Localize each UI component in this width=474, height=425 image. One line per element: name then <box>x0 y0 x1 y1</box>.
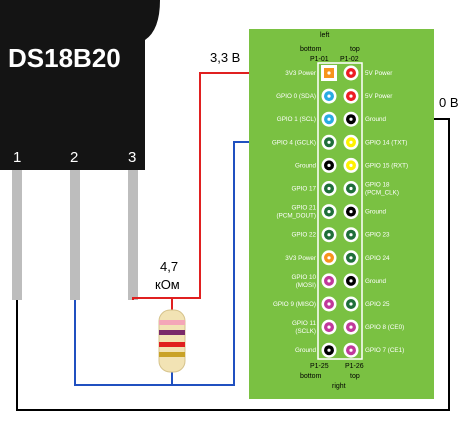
gpio-pin-left-9 <box>321 250 337 266</box>
power-wire <box>132 72 329 300</box>
gpio-label-left-5: Ground <box>295 162 317 169</box>
sensor-leg-2 <box>70 170 80 300</box>
gpio-pin-right-12 <box>343 319 359 335</box>
board-background <box>249 29 434 399</box>
gpio-label-left-7-line-1: GPIO 21 <box>292 205 317 212</box>
resistor-band-2 <box>159 330 185 335</box>
gpio-pin-right-7 <box>343 204 359 220</box>
header-side-top: left <box>320 32 329 39</box>
gpio-label-right-1: 5V Power <box>365 70 392 77</box>
gpio-pin-left-10 <box>321 273 337 289</box>
header-side-bottom: right <box>332 383 346 390</box>
gpio-pin-right-11 <box>343 296 359 312</box>
gpio-label-left-12-line-2: (SCLK) <box>295 328 316 335</box>
pullup-resistor <box>158 309 186 373</box>
gpio-label-right-9: GPIO 24 <box>365 255 390 262</box>
gpio-pin-left-1 <box>321 65 337 81</box>
gpio-label-right-11: GPIO 25 <box>365 301 390 308</box>
gpio-label-left-10-line-2: (MOSI) <box>296 282 316 289</box>
gpio-label-right-13: GPIO 7 (CE1) <box>365 347 404 354</box>
gpio-pin-left-5 <box>321 157 337 173</box>
header-bottom-top: bottom <box>300 46 322 53</box>
sensor-legs <box>12 170 138 300</box>
gpio-pin-left-12 <box>321 319 337 335</box>
gpio-label-left-4: GPIO 4 (GCLK) <box>272 139 316 146</box>
resistor-value-label: 4,7 <box>160 259 178 274</box>
header-pin-p1-01: P1-01 <box>310 56 329 63</box>
gpio-pin-left-2 <box>321 88 337 104</box>
gpio-label-left-3: GPIO 1 (SCL) <box>277 116 316 123</box>
gpio-pin-right-2 <box>343 88 359 104</box>
gpio-label-left-6: GPIO 17 <box>292 186 317 193</box>
gpio-pin-left-8 <box>321 227 337 243</box>
gpio-pin-left-4 <box>321 134 337 150</box>
gpio-label-right-7: Ground <box>365 209 387 216</box>
gpio-label-left-7-line-2: (PCM_DOUT) <box>276 213 316 220</box>
header-top-bottom: top <box>350 373 360 380</box>
resistor-band-4 <box>159 352 185 357</box>
sensor-name: DS18B20 <box>8 43 121 73</box>
header-pin-p1-25: P1-25 <box>310 363 329 370</box>
gpio-pin-right-1 <box>343 65 359 81</box>
gpio-label-left-10-line-1: GPIO 10 <box>292 274 317 281</box>
resistor-body <box>158 309 186 373</box>
gpio-label-left-13: Ground <box>295 347 317 354</box>
header-outline <box>317 62 363 360</box>
gpio-pin-right-9 <box>343 250 359 266</box>
gpio-pin-left-3 <box>321 111 337 127</box>
header-bottom-bottom: bottom <box>300 373 322 380</box>
gpio-pin-right-4 <box>343 134 359 150</box>
sensor-pin-1-label: 1 <box>13 149 21 166</box>
gpio-label-left-12-line-1: GPIO 11 <box>292 320 317 327</box>
sensor-leg-3 <box>128 170 138 300</box>
gpio-board: left bottom top P1-01 P1-02 3V3 PowerGPI… <box>249 29 434 399</box>
gpio-label-left-8: GPIO 22 <box>292 232 317 239</box>
sensor-pin-2-label: 2 <box>70 149 78 166</box>
sensor-leg-1 <box>12 170 22 300</box>
gpio-pin-right-8 <box>343 227 359 243</box>
gpio-pin-left-11 <box>321 296 337 312</box>
sensor-body <box>0 0 160 170</box>
gpio-label-left-9: 3V3 Power <box>285 255 316 262</box>
gpio-label-right-4: GPIO 14 (TXT) <box>365 139 407 146</box>
gpio-label-left-2: GPIO 0 (SDA) <box>276 93 316 100</box>
gpio-pin-right-5 <box>343 157 359 173</box>
gpio-label-right-12: GPIO 8 (CE0) <box>365 324 404 331</box>
gpio-label-right-8: GPIO 23 <box>365 232 390 239</box>
header-pin-p1-02: P1-02 <box>340 56 359 63</box>
vcc-label: 3,3 В <box>210 50 240 65</box>
resistor-band-1 <box>159 320 185 325</box>
gpio-label-right-2: 5V Power <box>365 93 392 100</box>
ds18b20-sensor: DS18B20 1 2 3 <box>0 0 160 170</box>
gpio-pin-left-6 <box>321 181 337 196</box>
gpio-label-left-1: 3V3 Power <box>285 70 316 77</box>
gpio-pin-right-6 <box>343 181 359 196</box>
gpio-pin-left-13 <box>321 342 337 358</box>
gpio-pin-left-7 <box>321 204 337 220</box>
resistor-unit-label: кОм <box>155 277 180 292</box>
gpio-label-right-6-line-2: (PCM_CLK) <box>365 190 399 197</box>
gpio-label-right-3: Ground <box>365 116 387 123</box>
gpio-label-right-10: Ground <box>365 278 387 285</box>
header-top-top: top <box>350 46 360 53</box>
gpio-pin-right-3 <box>343 111 359 127</box>
sensor-pin-3-label: 3 <box>128 149 136 166</box>
gpio-label-right-6-line-1: GPIO 18 <box>365 182 390 189</box>
gpio-label-right-5: GPIO 15 (RXT) <box>365 162 408 169</box>
ground-label: 0 В <box>439 95 459 110</box>
resistor-band-3 <box>159 342 185 347</box>
gpio-pin-right-13 <box>343 342 359 358</box>
header-pin-p1-26: P1-26 <box>345 363 364 370</box>
gpio-pin-right-10 <box>343 273 359 289</box>
gpio-label-left-11: GPIO 9 (MISO) <box>273 301 316 308</box>
